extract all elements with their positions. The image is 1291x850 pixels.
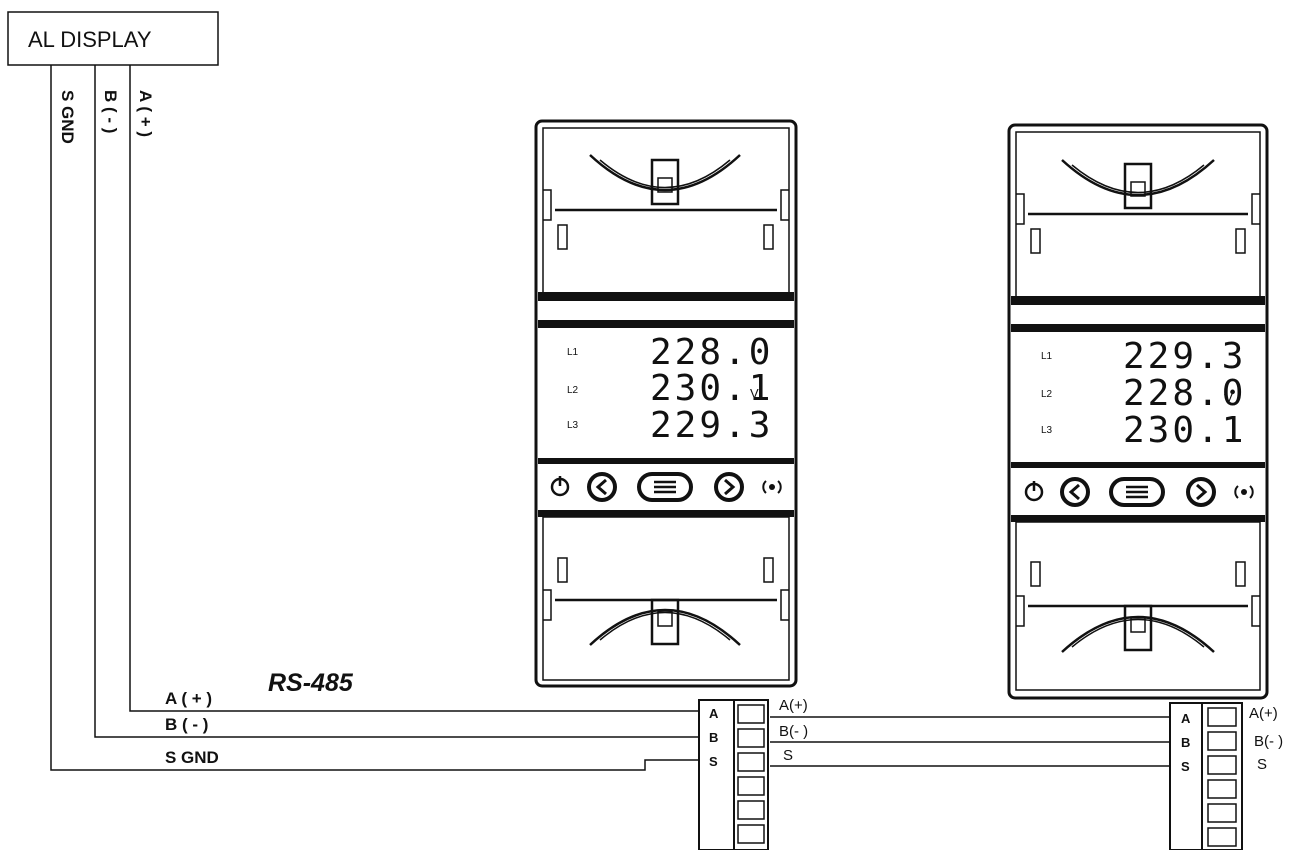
meter1-terminal-label-b: B(- ) — [779, 723, 808, 740]
menu-icon — [1109, 477, 1165, 507]
meter2-reading-l2: 228.0 — [1123, 373, 1246, 414]
chevron-left-icon — [1060, 477, 1090, 507]
meter1-terminal-label-s: S — [783, 747, 793, 764]
al-display-label: AL DISPLAY — [28, 27, 152, 52]
meter1-terminal-a: A — [709, 706, 719, 721]
meter1-l3-label: L3 — [567, 420, 579, 431]
chevron-right-icon — [714, 472, 744, 502]
meter2-terminal-b: B — [1181, 735, 1190, 750]
chevron-right-icon — [1186, 477, 1216, 507]
meter2-l1-label: L1 — [1041, 351, 1053, 362]
bus-label-a: A ( + ) — [165, 689, 212, 708]
al-display-box: AL DISPLAY — [7, 11, 219, 66]
meter1-l2-label: L2 — [567, 385, 579, 396]
chevron-left-icon — [587, 472, 617, 502]
meter1-buttons — [550, 472, 782, 502]
wireless-icon — [769, 484, 775, 490]
meter1-reading-l1: 228.0 — [650, 332, 773, 373]
meter1-unit: V — [750, 386, 759, 401]
meter2-l3-label: L3 — [1041, 425, 1053, 436]
wire-s-gnd — [50, 65, 700, 771]
meter1-terminal-label-a: A(+) — [779, 697, 808, 714]
meter2-buttons — [1024, 477, 1254, 507]
bus-label-s: S GND — [165, 748, 219, 767]
meter1-l1-label: L1 — [567, 347, 579, 358]
meter2-terminal-label-s: S — [1257, 756, 1267, 773]
vertical-label-b: B ( - ) — [101, 90, 120, 133]
meter2-reading-l3: 230.1 — [1123, 410, 1246, 451]
vertical-label-a: A ( + ) — [136, 90, 155, 137]
meter1-reading-l2: 230.1 — [650, 368, 773, 409]
meter2-terminal-block: A B S A(+) B(- ) S — [1169, 702, 1283, 850]
meter2-l2-label: L2 — [1041, 389, 1053, 400]
display-wires — [50, 65, 700, 771]
wire-a — [129, 65, 700, 712]
energy-meter-1: L1 L2 L3 228.0 230.1 229.3 V — [534, 119, 808, 850]
bus-label-b: B ( - ) — [165, 715, 208, 734]
menu-icon — [637, 472, 693, 502]
vertical-label-s-gnd: S GND — [58, 90, 77, 144]
meter2-terminal-a: A — [1181, 711, 1191, 726]
meter2-terminal-label-b: B(- ) — [1254, 733, 1283, 750]
wire-b — [94, 65, 700, 738]
meter1-terminal-b: B — [709, 730, 718, 745]
meter2-unit: V — [1224, 391, 1233, 406]
meter2-reading-l1: 229.3 — [1123, 336, 1246, 377]
meter1-terminal-block: A B S A(+) B(- ) S — [698, 697, 808, 850]
rs485-title: RS-485 — [268, 669, 354, 697]
meter2-terminal-s: S — [1181, 759, 1190, 774]
inter-meter-wires — [770, 716, 1200, 767]
meter2-terminal-label-a: A(+) — [1249, 705, 1278, 722]
energy-meter-2: L1 L2 L3 229.3 228.0 230.1 V — [1007, 123, 1283, 850]
meter1-terminal-s: S — [709, 754, 718, 769]
wireless-icon — [1241, 489, 1247, 495]
meter1-reading-l3: 229.3 — [650, 405, 773, 446]
